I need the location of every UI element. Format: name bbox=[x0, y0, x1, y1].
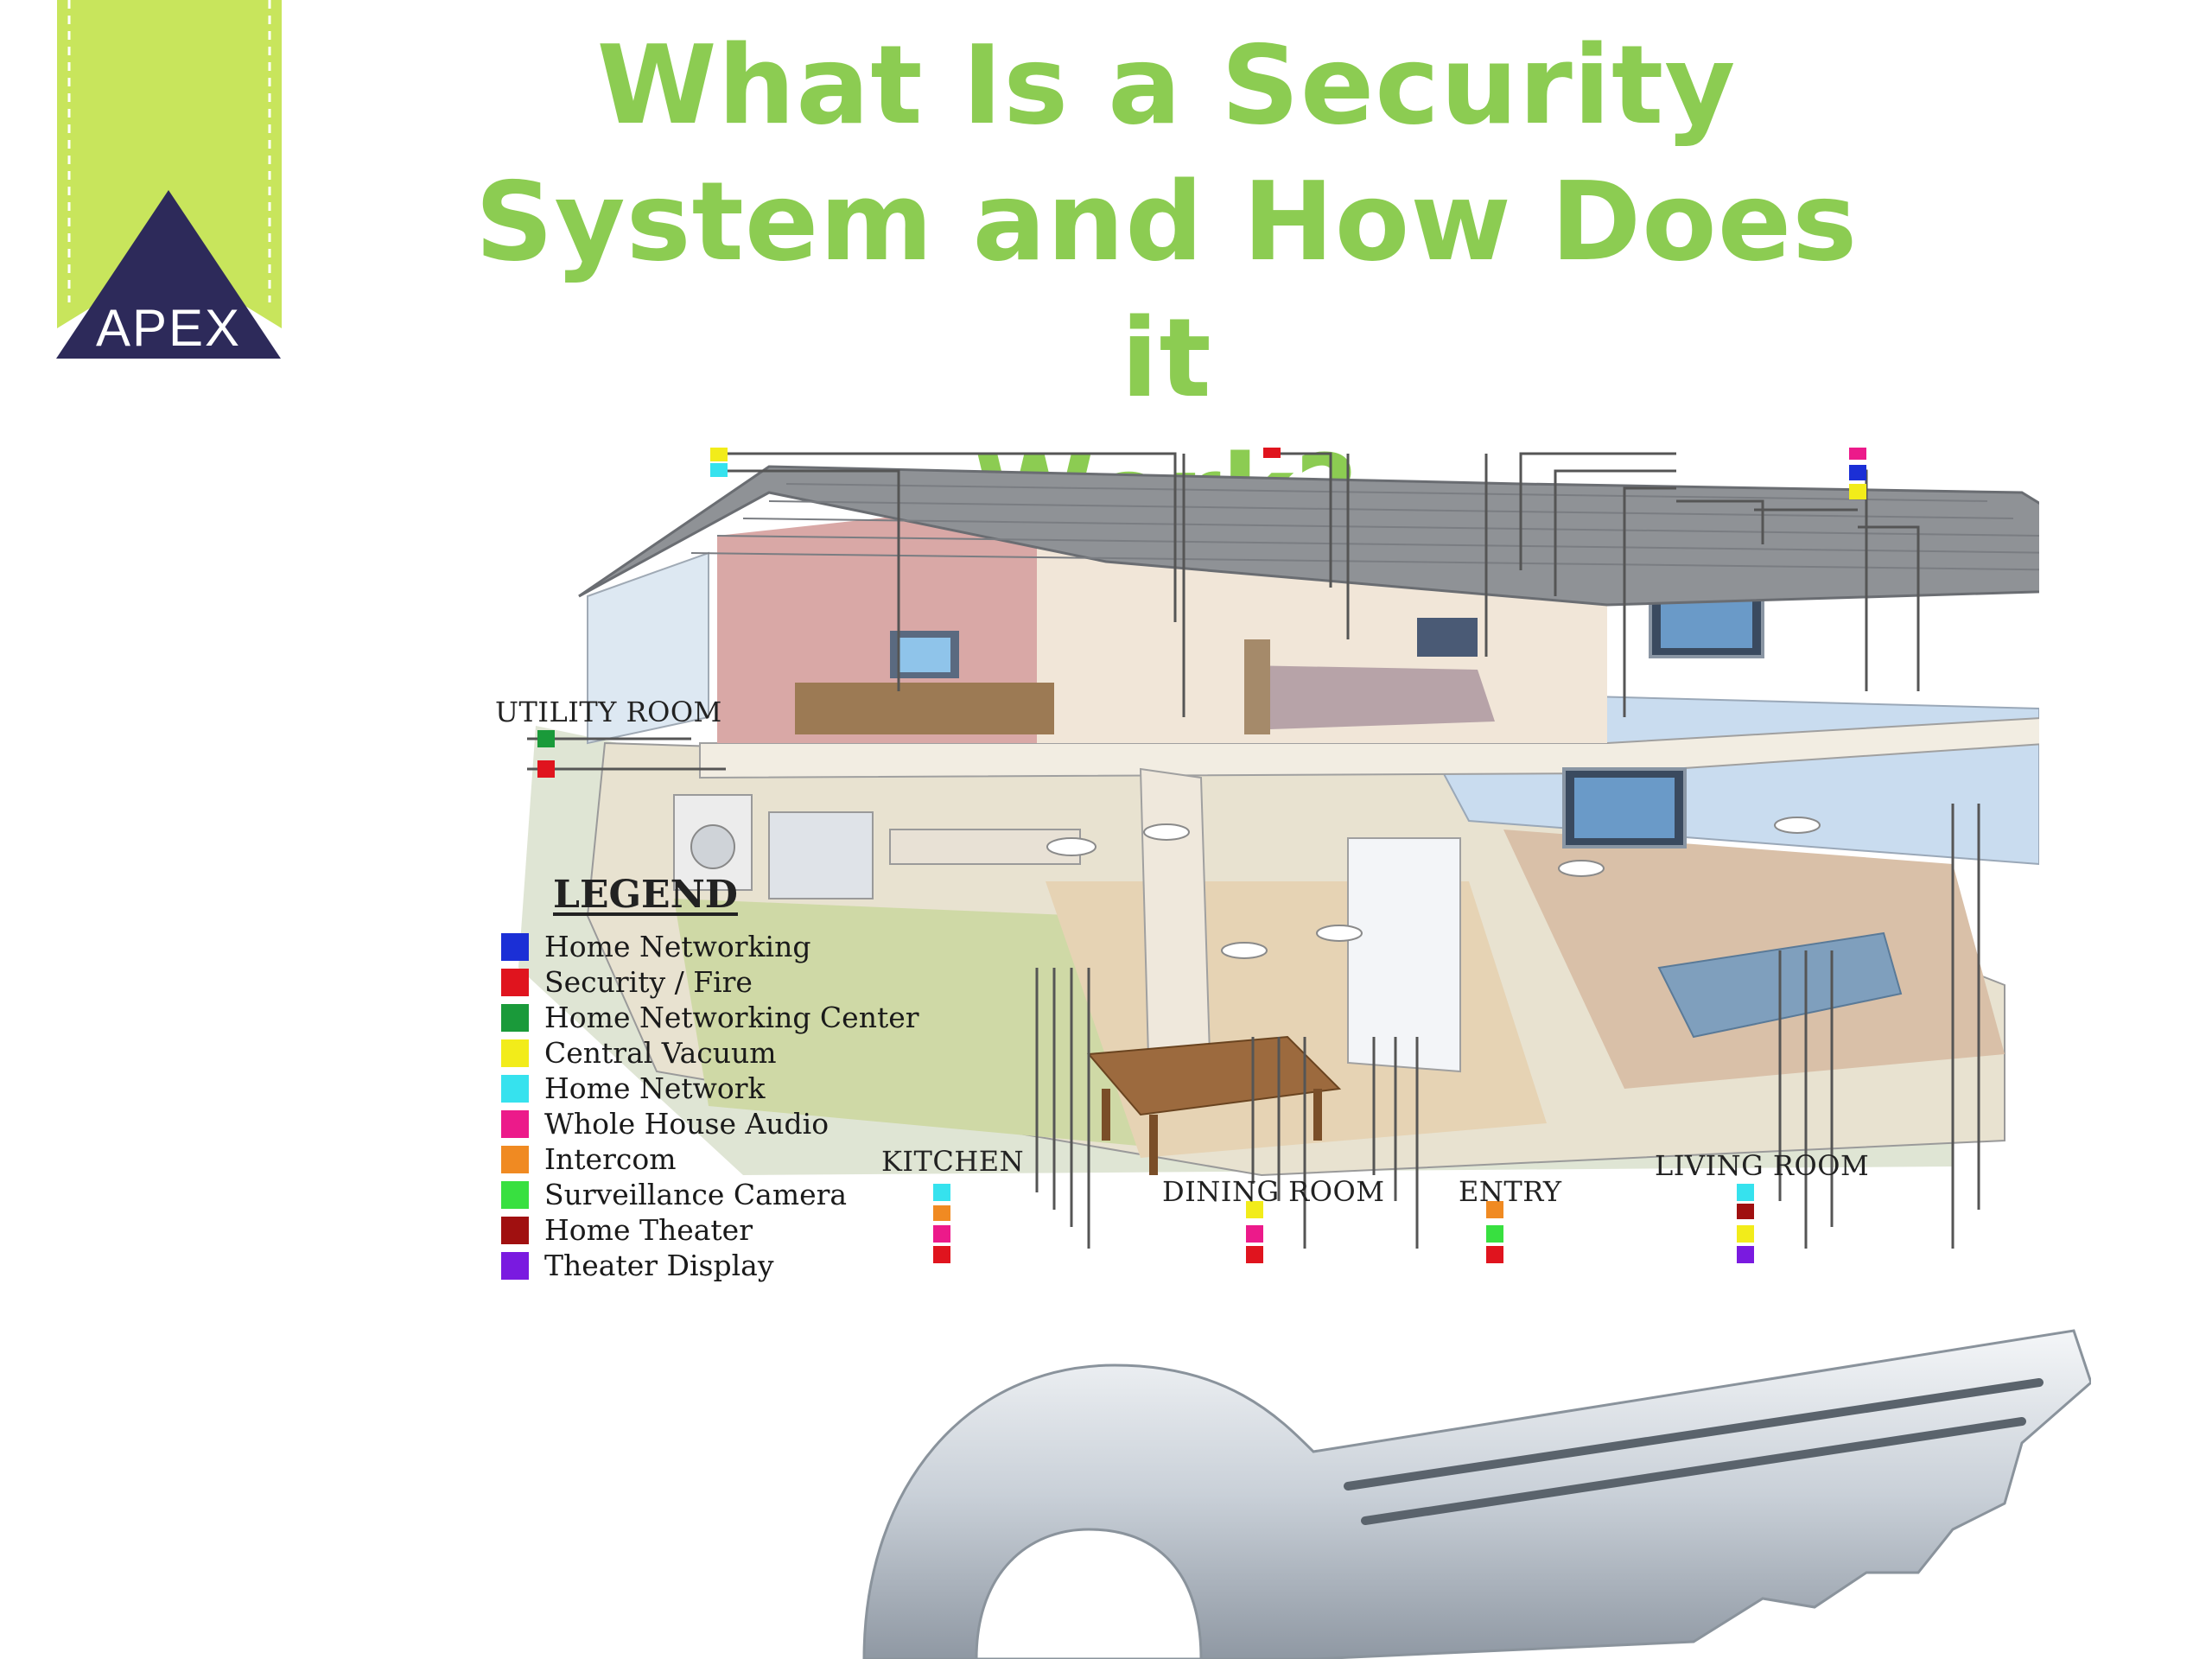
legend-item: Home Network bbox=[501, 1071, 985, 1106]
legend-item: Whole House Audio bbox=[501, 1106, 985, 1141]
legend-label: Home Networking Center bbox=[544, 1001, 919, 1034]
room-label-dining: DINING ROOM bbox=[1162, 1175, 1385, 1208]
logo-text: APEX bbox=[96, 299, 241, 357]
legend-item: Security / Fire bbox=[501, 964, 985, 1000]
legend-label: Theater Display bbox=[544, 1249, 774, 1282]
legend-item: Theater Display bbox=[501, 1248, 985, 1283]
legend-label: Surveillance Camera bbox=[544, 1178, 848, 1211]
legend-label: Security / Fire bbox=[544, 965, 753, 999]
legend-title: LEGEND bbox=[553, 873, 738, 917]
legend-swatch bbox=[501, 932, 529, 961]
legend-swatch bbox=[501, 1074, 529, 1103]
room-label-entry: ENTRY bbox=[1459, 1175, 1562, 1208]
legend-swatch bbox=[501, 1109, 529, 1138]
legend-swatch bbox=[501, 1180, 529, 1209]
room-label-kitchen: KITCHEN bbox=[881, 1145, 1025, 1178]
legend-swatch bbox=[501, 1145, 529, 1173]
key-image bbox=[862, 1329, 2091, 1659]
legend-swatch bbox=[501, 1039, 529, 1067]
legend-swatch bbox=[501, 1216, 529, 1244]
legend-item: Home Networking Center bbox=[501, 1000, 985, 1035]
apex-logo: APEX bbox=[56, 190, 281, 359]
title-line-2: System and How Does it bbox=[474, 158, 1859, 422]
legend-item: Home Networking bbox=[501, 929, 985, 964]
house-wiring-diagram bbox=[518, 448, 2039, 1263]
legend-label: Intercom bbox=[544, 1142, 677, 1176]
legend-swatch bbox=[501, 1003, 529, 1032]
legend-item: Surveillance Camera bbox=[501, 1177, 985, 1212]
legend-label: Home Theater bbox=[544, 1213, 753, 1247]
room-label-living: LIVING ROOM bbox=[1655, 1149, 1870, 1182]
legend-label: Central Vacuum bbox=[544, 1036, 777, 1070]
legend-swatch bbox=[501, 968, 529, 996]
title-line-1: What Is a Security bbox=[596, 22, 1737, 149]
legend-label: Whole House Audio bbox=[544, 1107, 830, 1141]
legend-item: Central Vacuum bbox=[501, 1035, 985, 1071]
legend-label: Home Networking bbox=[544, 930, 811, 963]
ribbon-banner bbox=[57, 0, 282, 328]
legend-item: Home Theater bbox=[501, 1212, 985, 1248]
room-label-utility: UTILITY ROOM bbox=[495, 696, 722, 728]
legend-item: Intercom bbox=[501, 1141, 985, 1177]
legend-swatch bbox=[501, 1251, 529, 1280]
legend-label: Home Network bbox=[544, 1071, 766, 1105]
